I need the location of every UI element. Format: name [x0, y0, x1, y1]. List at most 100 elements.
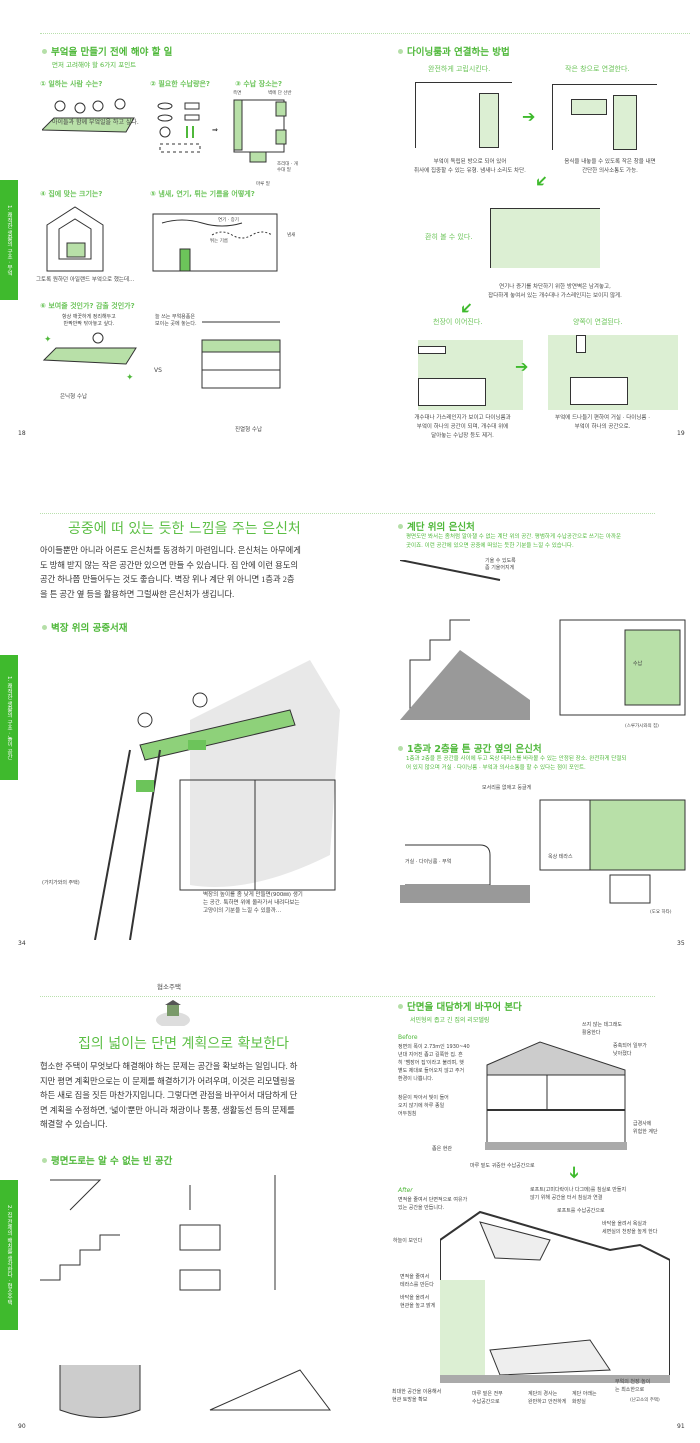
callout: 창문이 작아서 빛이 들어 오지 않기에 하루 종일 어두침침 [398, 1095, 449, 1117]
point-label: ① 일하는 사람 수는? [40, 80, 103, 88]
callout: 면적을 줄여서 테라스를 만든다 [400, 1274, 434, 1288]
display-storage-illustration [201, 321, 281, 389]
point-label: ② 필요한 수납량은? [150, 80, 210, 88]
svg-text:✦: ✦ [44, 335, 52, 345]
note: 옥상 테라스 [548, 854, 573, 860]
callout: 급경사에 위험한 계단 [633, 1121, 658, 1135]
section-heading: 1층과 2층을 튼 공간 옆의 은신처 [398, 741, 542, 755]
people-cooking-illustration [42, 98, 135, 133]
before-text: 정면의 폭이 2.73m인 1930~40 년대 지어진 좁고 길쭉한 집. 흔… [398, 1044, 470, 1082]
before-section-illustration [485, 1041, 627, 1150]
callout: 로프트(고미다락이나 다그메)를 침실로 만들지 않기 위해 공간을 터서 침실… [530, 1187, 627, 1201]
divider [40, 996, 655, 997]
storage-plan-illustration [233, 99, 287, 163]
note: 거실 · 다이닝룸 · 부엌 [405, 859, 452, 865]
step-label: 작은 창으로 연결한다. [565, 65, 630, 73]
svg-text:✦: ✦ [126, 373, 134, 383]
caption: 은닉형 수납 [60, 394, 88, 400]
side-tab: 1. 쾌적한 생활의 구조 · 부엌 [0, 180, 18, 300]
after-label: After [398, 1187, 413, 1194]
subheading: 먼저 고려해야 할 6가지 포인트 [52, 61, 137, 69]
callout: 마루 밑도 귀중한 수납공간으로 [470, 1163, 535, 1169]
page-number: 90 [18, 1423, 26, 1430]
note: 측면 [233, 91, 242, 96]
side-tab: 2. 집 전체의 배치를 생각한다 · 협소주택 [0, 1180, 18, 1330]
point-label: ⑤ 냄새, 연기, 튀는 기름을 어떻게? [150, 190, 255, 198]
after-text: 면적을 줄여서 단면적으로 여유가 있는 공간을 만듭니다. [398, 1197, 468, 1211]
step-label: 양쪽이 연결된다. [573, 318, 623, 326]
callout: 계단 아래는 화장실 [572, 1391, 597, 1405]
smoke-oil-illustration [152, 213, 278, 272]
callout: 계단의 경사는 완만하고 안전하게 [528, 1391, 567, 1405]
callout: 하늘이 보인다 [393, 1238, 423, 1244]
callout: 마루 밑은 전부 수납공간으로 [472, 1391, 503, 1405]
page-number: 91 [677, 1423, 685, 1430]
caption: 연기나 증기를 차단하기 위한 방연벽은 남겨놓고, 잡다하게 놓여서 있는 개… [488, 284, 622, 299]
callout: 좁은 현관 [432, 1146, 452, 1152]
callout: 바닥을 올려서 현관을 높고 밝게 [400, 1295, 436, 1309]
section-heading: 부엌을 만들기 전에 해야 할 일 [42, 44, 172, 58]
after-section-illustration [440, 1210, 670, 1383]
note: 조리대 · 개수대 밑 [277, 162, 298, 173]
page-title: 집의 넓이는 단면 계획으로 확보한다 [78, 1036, 289, 1052]
caption: 개수대나 가스레인지가 보이고 다이닝룸과 부엌이 하나의 공간이 되며, 개수… [414, 415, 511, 439]
section-heading: 벽장 위의 공중서재 [42, 620, 128, 634]
void-hideout-illustration [400, 799, 686, 904]
open-view-illustration [490, 208, 600, 268]
section-heading: 다이닝룸과 연결하는 방법 [398, 44, 510, 58]
arrow-right-icon: ➔ [515, 357, 529, 376]
credit: (스루가시와의 집) [625, 724, 659, 729]
credit: (가지가와의 주택) [42, 880, 80, 886]
stair-hideout-illustration [400, 560, 686, 720]
arrow-right-icon: ➔ [522, 107, 536, 126]
callout: 바닥을 올려서 욕실과 세면실의 천장을 높게 한다 [602, 1221, 658, 1235]
step-label: 완전하게 고립시킨다. [428, 65, 491, 73]
callout: 쓰지 않는 데그래도 활용한다 [582, 1022, 622, 1036]
page-number: 19 [677, 430, 685, 437]
section-heading: 계단 위의 은신처 [398, 519, 475, 533]
description: 1층과 2층을 튼 공간을 사이에 두고 옥상 테라스를 바라볼 수 있는 안정… [406, 756, 627, 771]
note: 연기 · 증기 [218, 218, 239, 223]
section-heading: 단면을 대담하게 바꾸어 본다 [398, 999, 522, 1013]
ceiling-connected-illustration [418, 340, 523, 410]
side-tab: 1. 쾌적한 생활의 구조 · 놀이 공간 [0, 655, 18, 780]
both-connected-illustration [548, 335, 678, 410]
note: 모서리를 없애고 둥글게 [482, 785, 532, 791]
note: 기울 수 있도록 좀 기울어지게 [485, 558, 516, 571]
running-head: 협소주택 [157, 983, 181, 991]
isolated-kitchen-illustration [415, 82, 512, 148]
closet-loft-illustration [94, 660, 340, 940]
before-label: Before [398, 1034, 418, 1041]
caption: 음식을 내놓을 수 있도록 작은 창을 내면 간단한 의사소통도 가능. [564, 159, 656, 174]
note: 벽에 단 선반 [268, 91, 292, 96]
note: 냄새 [287, 233, 296, 238]
arrow-down-icon: ➔ [565, 1165, 585, 1180]
caption: 부엌에 드나들기 편하여 거실 · 다이닝룸 · 부엌이 하나의 공간으로. [555, 415, 650, 430]
credit: (난고소의 주택) [630, 1398, 660, 1403]
point-label: ⑥ 보여줄 것인가? 감출 것인가? [40, 302, 135, 310]
step-label: 천장이 이어진다. [433, 318, 483, 326]
credit: (도요 하타) [650, 910, 672, 915]
note: 튀는 기름 [210, 239, 228, 244]
divider [40, 33, 690, 34]
caption: 그토록 원하던 아일랜드 부엌으로 했는데… [36, 277, 135, 283]
svg-text:⇒: ⇒ [212, 126, 218, 134]
note: 마루 밑 [256, 182, 270, 187]
note: 항상 깨끗하게 정리해두고 반짝반짝 닦아놓고 싶다. [62, 314, 116, 327]
hidden-spaces-sketches [40, 1175, 331, 1418]
page-title: 공중에 떠 있는 듯한 느낌을 주는 은신처 [68, 521, 301, 537]
point-label: ④ 집에 맞는 크기는? [40, 190, 103, 198]
point-label: ③ 수납 장소는? [235, 80, 283, 88]
caption: 진열형 수납 [235, 427, 263, 433]
caption: 부엌이 독립된 방으로 되어 있어 취사에 집중할 수 있는 유형. 냄새나 소… [414, 159, 526, 174]
window-kitchen-illustration [552, 84, 657, 150]
description: 평면도만 봐서는 좀처럼 알아챌 수 없는 계단 위의 공간. 평범하게 수납공… [406, 534, 622, 549]
divider [40, 513, 655, 514]
callout: 증축되어 일부가 낮아졌다 [613, 1043, 647, 1057]
page-number: 18 [18, 430, 26, 437]
body-text: 협소한 주택이 무엇보다 해결해야 하는 문제는 공간을 확보하는 일입니다. … [40, 1062, 298, 1129]
note: 수납 [633, 661, 643, 667]
page-number: 34 [18, 940, 26, 947]
hidden-storage-illustration: ✦✦ [42, 332, 137, 383]
step-label: 환히 볼 수 있다. [425, 233, 473, 241]
